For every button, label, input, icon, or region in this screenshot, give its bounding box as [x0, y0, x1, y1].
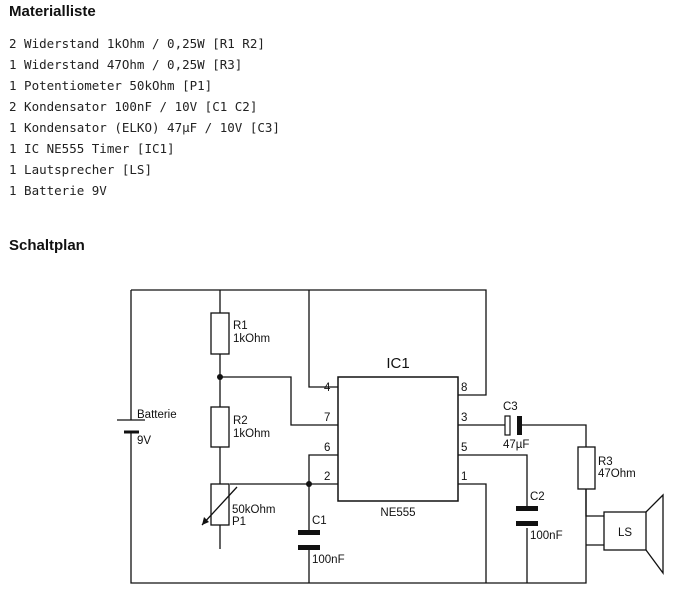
c2-value: 100nF — [530, 530, 563, 542]
materialliste-heading: Materialliste — [9, 3, 96, 20]
capacitor-c1 — [298, 530, 320, 550]
ic-pin-label: 5 — [461, 442, 467, 454]
c3-name: C3 — [503, 401, 518, 413]
battery-value: 9V — [137, 435, 151, 447]
r2-value: 1kOhm — [233, 428, 270, 440]
r2-name: R2 — [233, 415, 248, 427]
capacitor-c2 — [516, 506, 538, 526]
r1-value: 1kOhm — [233, 333, 270, 345]
ic-pin-label: 4 — [324, 382, 331, 394]
ic-name: IC1 — [386, 355, 409, 372]
ic-pin-label: 3 — [461, 412, 467, 424]
capacitor-c3 — [504, 415, 522, 436]
potentiometer-p1 — [201, 483, 238, 526]
c2-name: C2 — [530, 491, 545, 503]
resistor-r3 — [577, 446, 596, 490]
c1-value: 100nF — [312, 554, 345, 566]
speaker-icon — [603, 493, 664, 575]
parts-list-item: 1 Potentiometer 50kOhm [P1] — [9, 78, 213, 93]
p1-value: 50kOhm — [232, 504, 275, 516]
parts-list-item: 1 Batterie 9V — [9, 183, 107, 198]
battery-symbol — [117, 419, 145, 434]
r1-name: R1 — [233, 320, 248, 332]
parts-list-item: 2 Widerstand 1kOhm / 0,25W [R1 R2] — [9, 36, 265, 51]
battery-label: Batterie — [137, 409, 177, 421]
parts-list-item: 2 Kondensator 100nF / 10V [C1 C2] — [9, 99, 258, 114]
schaltplan-heading: Schaltplan — [9, 237, 85, 254]
ic-ne555 — [337, 376, 459, 502]
c3-value: 47µF — [503, 439, 529, 451]
ls-name: LS — [618, 527, 632, 539]
parts-list: 2 Widerstand 1kOhm / 0,25W [R1 R2] 1 Wid… — [9, 33, 280, 201]
resistor-r1 — [210, 312, 230, 355]
parts-list-item: 1 Kondensator (ELKO) 47µF / 10V [C3] — [9, 120, 280, 135]
p1-name: P1 — [232, 516, 246, 528]
parts-list-item: 1 IC NE555 Timer [IC1] — [9, 141, 175, 156]
ic-pin-label: 6 — [324, 442, 330, 454]
ic-pin-label: 8 — [461, 382, 467, 394]
wiring — [130, 289, 604, 584]
c1-name: C1 — [312, 515, 327, 527]
resistor-r2 — [210, 406, 230, 448]
parts-list-item: 1 Lautsprecher [LS] — [9, 162, 152, 177]
ic-pin-label: 1 — [461, 471, 467, 483]
r3-name: R3 — [598, 456, 613, 468]
ic-type: NE555 — [380, 507, 415, 519]
ic-pin-label: 2 — [324, 471, 330, 483]
ic-pin-label: 7 — [324, 412, 330, 424]
r3-value: 47Ohm — [598, 468, 636, 480]
junction-dot — [217, 374, 223, 380]
parts-list-item: 1 Widerstand 47Ohm / 0,25W [R3] — [9, 57, 243, 72]
junction-dot — [306, 481, 312, 487]
